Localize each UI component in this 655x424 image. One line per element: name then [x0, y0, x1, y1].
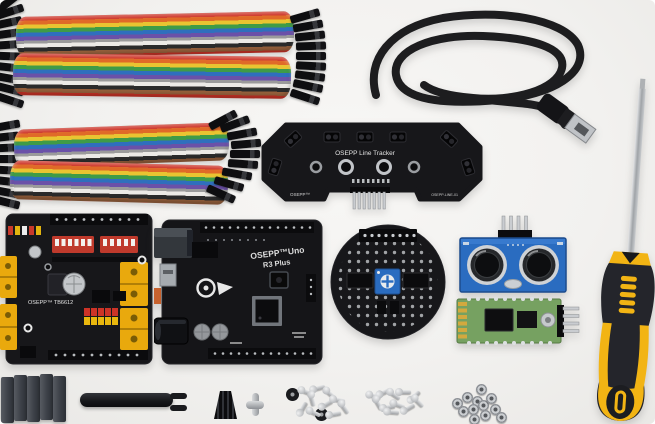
mounting-hole [23, 255, 147, 333]
bluetooth-module [456, 297, 580, 345]
hex-nut [486, 393, 497, 404]
hex-nut [452, 398, 463, 409]
usb-cable [369, 10, 597, 144]
side-component [154, 288, 161, 304]
ic-chip [484, 308, 514, 332]
jumper-bundle-top [0, 0, 330, 112]
screwdriver-handle [597, 251, 655, 421]
ic-chip [377, 301, 386, 314]
hang-hole [614, 390, 627, 414]
line-tracker-title: OSEPP Line Tracker [335, 150, 396, 157]
hex-nut [490, 404, 501, 415]
round-sensor-board [330, 224, 446, 340]
screw-washer [315, 408, 328, 421]
trim-pot [374, 268, 401, 295]
rubber-cone [214, 391, 237, 419]
screw [308, 393, 317, 407]
jumper-connector [0, 155, 18, 163]
jumper-connector [296, 52, 326, 60]
pin-header [50, 214, 148, 225]
line-tracker-board: OSEPP Line Tracker OSEPP™ OSEPP-LINE-01 [261, 122, 483, 210]
jumper-connector [230, 138, 262, 150]
transducer [519, 245, 559, 285]
jumper-ribbon [12, 53, 292, 99]
screw-washer [286, 388, 299, 401]
uno-board: OSEPP™Uno R3 Plus [154, 219, 323, 365]
ic-chip [92, 290, 110, 303]
line-tracker-part-number: OSEPP-LINE-01 [431, 193, 458, 197]
logo-mark [196, 278, 233, 298]
hex-nut [469, 414, 480, 424]
pin-header [359, 229, 417, 242]
capacitor [28, 245, 42, 259]
hex-nut [468, 404, 479, 415]
jumper-caps [84, 308, 118, 325]
jumper-connector [295, 61, 327, 71]
hex-nut [478, 400, 489, 411]
jumper-connector [0, 119, 21, 133]
standoff [40, 374, 53, 420]
ic-chip [402, 272, 430, 289]
usb-plug [536, 93, 597, 144]
hex-nut [476, 384, 487, 395]
terminal-block [0, 256, 148, 350]
standoff [27, 376, 40, 422]
header-pins [350, 179, 390, 210]
hex-nut [462, 392, 473, 403]
transducer [467, 245, 507, 285]
hex-nut [458, 406, 469, 417]
screwdriver-shaft [627, 88, 646, 255]
hex-nut [472, 396, 483, 407]
jumper-connector [230, 150, 260, 158]
led-cluster [8, 226, 41, 235]
uno-title-line2: R3 Plus [262, 257, 290, 269]
ic-chip [192, 242, 218, 258]
pin-header [557, 305, 580, 337]
jumper-ribbon [9, 160, 229, 205]
edge-connector [458, 302, 467, 339]
motor-shield-title: OSEPP™ TB6612 [28, 300, 73, 306]
jumper-connector [295, 41, 327, 51]
screwdriver [597, 78, 655, 421]
screw [395, 388, 411, 396]
screwdriver-tip [639, 78, 646, 91]
hex-nut [496, 412, 507, 423]
ir-sensor [267, 130, 476, 177]
standoff [1, 377, 14, 423]
rod-peg [170, 393, 187, 399]
jumper-bundle-bottom [0, 109, 270, 210]
screw [385, 409, 400, 415]
jumper-connector [227, 158, 259, 170]
power-jack [154, 317, 189, 345]
ic-chip [517, 311, 537, 328]
rod-peg [170, 405, 187, 411]
mcu-chip [252, 296, 282, 326]
pin-header [48, 350, 148, 360]
ic-chip [390, 301, 399, 314]
jumper-connector [294, 30, 326, 42]
caster [246, 393, 264, 416]
regulator [159, 263, 177, 287]
pin-header [200, 222, 314, 233]
crystal-oscillator [504, 279, 522, 289]
motor-shield-board: OSEPP™ TB6612 [0, 213, 153, 365]
mounting-hole [309, 159, 421, 175]
pin-header [498, 215, 532, 240]
dip-switch [52, 236, 138, 253]
screw [327, 410, 342, 418]
rod-body [80, 393, 173, 407]
hex-nut [480, 410, 491, 421]
usb-b-port [154, 228, 193, 258]
jumper-ribbon [15, 11, 295, 58]
line-tracker-brand: OSEPP™ [290, 192, 310, 197]
standoff [14, 375, 27, 421]
ultrasonic-sensor [459, 215, 567, 293]
ic-chip [346, 272, 374, 289]
standoff [53, 376, 66, 422]
ic-chip [113, 291, 126, 301]
grip-ribs [618, 275, 637, 314]
